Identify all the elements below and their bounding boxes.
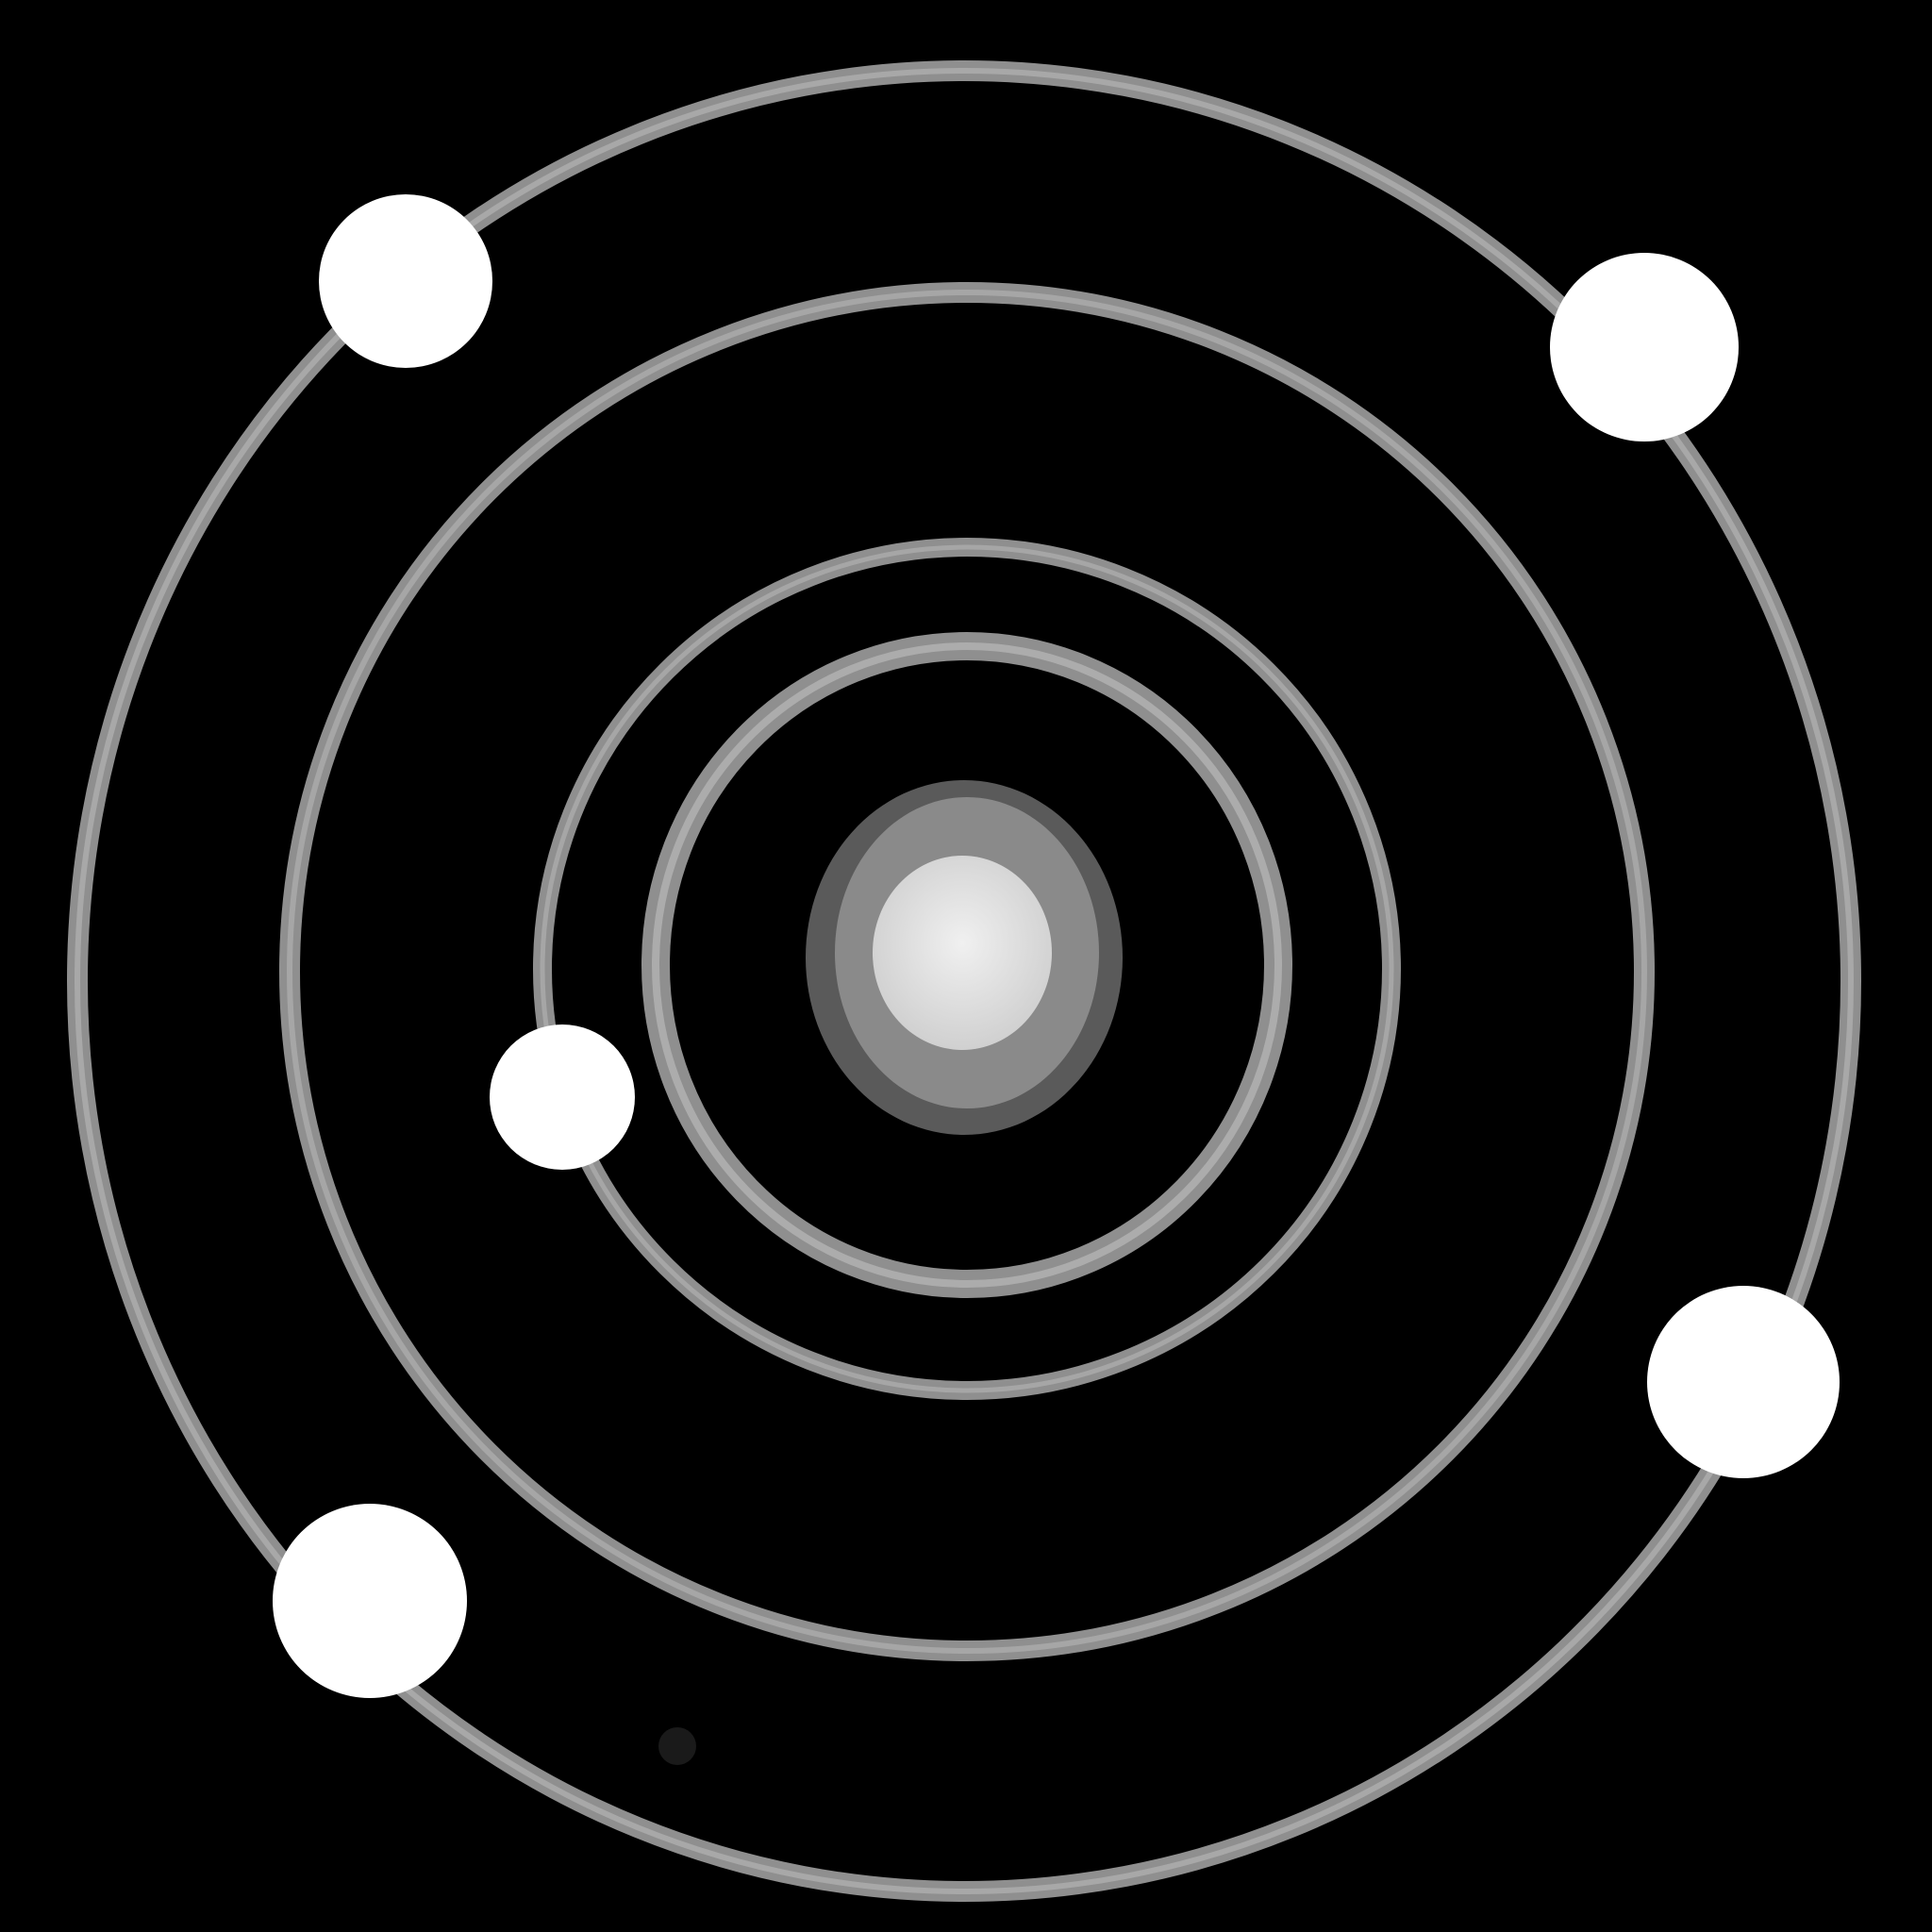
orbit-rings — [67, 60, 1861, 1902]
planet-bottom-right — [1647, 1286, 1840, 1478]
core-inner-sphere — [873, 856, 1052, 1050]
dust-speck — [658, 1727, 696, 1765]
orbit-ring-4-highlight — [75, 68, 1854, 1894]
orbit-ring-2-highlight — [540, 544, 1394, 1393]
planet-top-right — [1550, 253, 1739, 441]
orbit-ring-1-highlight — [652, 642, 1282, 1288]
orbit-ring-3-highlight — [287, 290, 1647, 1654]
central-core — [806, 780, 1123, 1135]
planet-top-left — [319, 194, 492, 368]
planet-inner-left — [490, 1024, 635, 1170]
planet-bottom-left — [273, 1504, 467, 1698]
planets — [273, 194, 1840, 1698]
